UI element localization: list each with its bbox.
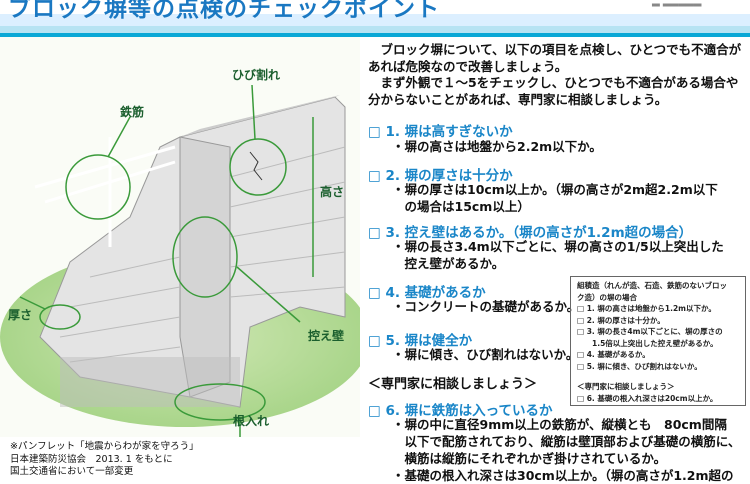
label-crack: ひび割れ: [232, 68, 281, 82]
check-item-6-detail: ・塀の中に直径9mm以上の鉄筋が、縦横とも 80cm間隔 以下で配筋されており、…: [392, 417, 741, 483]
label-embed: 根入れ: [233, 414, 270, 428]
masonry-item: □ 3. 塀の長さ4m以下ごとに、塀の厚さの 1.5倍以上突出した控え壁があるか…: [577, 327, 723, 348]
label-buttress: 控え壁: [308, 329, 345, 343]
masonry-box-title: 組積造（れんが造、石造、鉄筋のないブロッ ク造）の塀の場合: [577, 281, 727, 302]
masonry-item: □ 5. 塀に傾き、ひび割れはないか。: [577, 361, 702, 371]
block-wall-illustration: [0, 37, 360, 437]
source-note: ※パンフレット「地震からわが家を守ろう」 日本建築防災協会 2013. 1 をも…: [10, 441, 199, 477]
check-item-6: □ 6. 塀に鉄筋は入っているか: [368, 403, 553, 419]
masonry-item: □ 6. 基礎の根入れ深さは20cm以上か。: [577, 393, 718, 403]
label-height: 高さ: [320, 185, 345, 199]
check-item-5: □ 5. 塀は健全か: [368, 333, 473, 349]
masonry-item: □ 4. 基礎があるか。: [577, 350, 650, 359]
check-item-4-detail: ・コンクリートの基礎があるか。: [392, 299, 580, 314]
check-item-3-detail: ・塀の長さ3.4m以下ごとに、塀の高さの1/5以上突出した 控え壁があるか。: [392, 239, 724, 271]
masonry-consult: ＜専門家に相談しましょう＞: [577, 382, 675, 391]
masonry-item: □ 2. 塀の厚さは十分か。: [577, 315, 665, 325]
consult-heading: ＜専門家に相談しましょう＞: [368, 377, 538, 392]
label-rebar: 鉄筋: [120, 105, 145, 119]
page-title: ブロック塀等の点検のチェックポイント: [8, 0, 440, 22]
masonry-item: □ 1. 塀の高さは地盤から1.2m以下か。: [577, 304, 716, 313]
intro-text: ブロック塀について、以下の項目を点検し、ひとつでも不適合が あれば危険なので改善…: [368, 42, 742, 107]
check-item-2: □ 2. 塀の厚さは十分か: [368, 168, 513, 184]
header-band: [0, 14, 750, 26]
check-item-1-detail: ・塀の高さは地盤から2.2m以下か。: [392, 139, 602, 154]
header-band: [0, 26, 750, 33]
check-item-5-detail: ・塀に傾き、ひび割れはないか。: [392, 347, 579, 362]
header-rule: [0, 33, 750, 37]
check-item-1: □ 1. 塀は高すぎないか: [368, 124, 513, 140]
check-item-4: □ 4. 基礎があるか: [368, 285, 486, 301]
masonry-checklist-box: 組積造（れんが造、石造、鉄筋のないブロッ ク造）の塀の場合 □ 1. 塀の高さは…: [570, 276, 746, 406]
logo: ▂ ▂▂▂▂▂: [652, 0, 702, 7]
label-thickness: 厚さ: [8, 308, 33, 322]
check-item-3: □ 3. 控え壁はあるか。（塀の高さが1.2m超の場合）: [368, 225, 693, 241]
check-item-2-detail: ・塀の厚さは10cm以上か。（塀の高さが2m超2.2m以下 の場合は15cm以上…: [392, 182, 718, 214]
